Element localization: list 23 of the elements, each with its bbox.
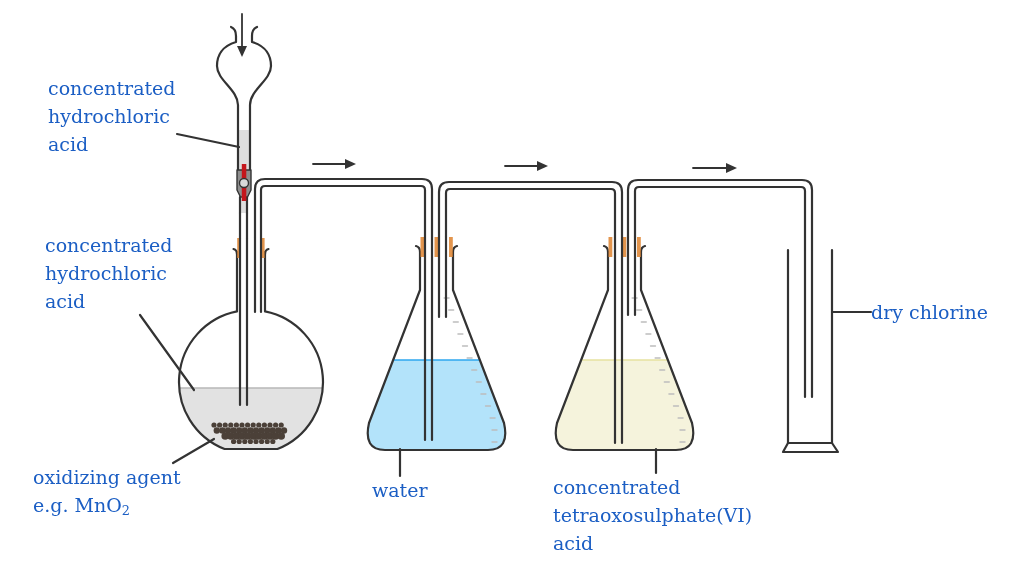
leader-line [171, 437, 216, 465]
callout-label: concentrated hydrochloric acid [48, 74, 177, 158]
delivery-tube [626, 178, 814, 252]
callout-label: concentrated hydrochloric acid [45, 231, 174, 315]
leader-line [654, 447, 658, 475]
leader-line [398, 447, 402, 478]
leader-line [830, 310, 873, 314]
delivery-tube [253, 177, 434, 240]
granules [211, 422, 288, 445]
funnel-stem [238, 211, 249, 240]
conical-flask [554, 235, 695, 452]
liquid [367, 359, 506, 450]
liquid [179, 387, 323, 449]
delivery-tube [437, 180, 624, 239]
callout-label: water [372, 476, 429, 504]
round-bottom-flask [177, 236, 325, 451]
liquid [555, 359, 694, 450]
leader-line [138, 313, 196, 392]
callout-label: dry chlorine [871, 298, 990, 326]
callout-label: oxidizing agent e.g. MnO$_{2}$ [33, 463, 182, 519]
conical-flask [366, 235, 507, 452]
gas-jar [781, 248, 840, 454]
callout-label: concentrated tetraoxosulphate(VI) acid [553, 473, 754, 557]
